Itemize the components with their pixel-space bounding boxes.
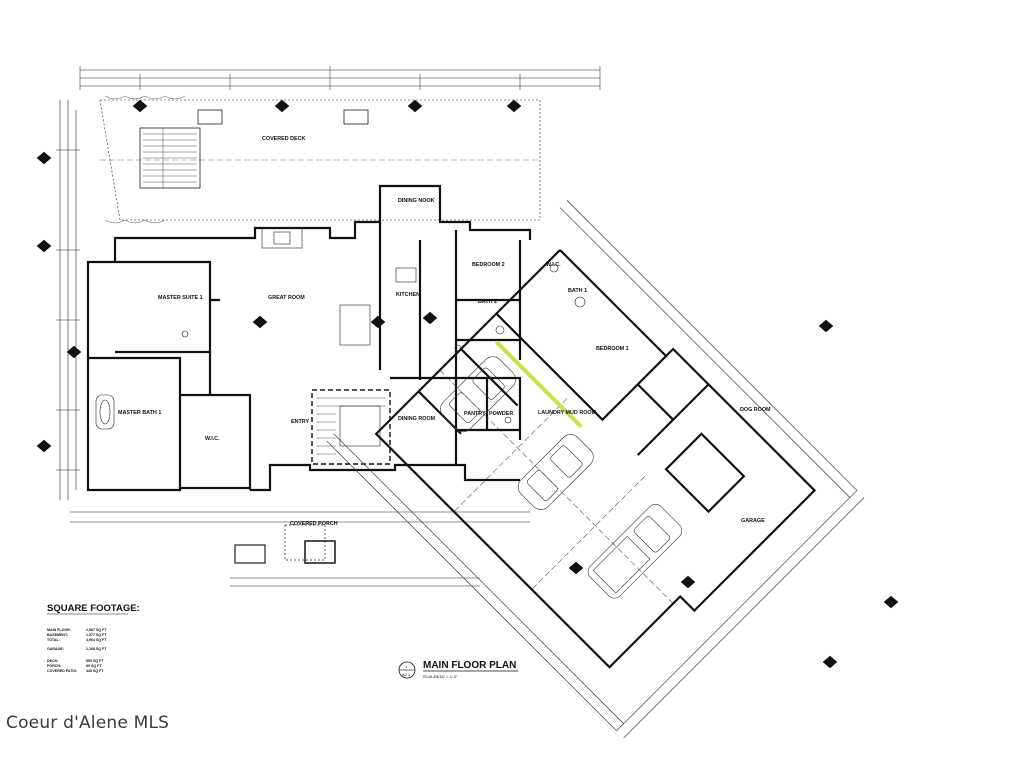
room-label-covered-deck: COVERED DECK [262, 136, 306, 142]
sqft-label: COVERED PATIO: [47, 669, 77, 673]
sqft-value: 1,168 SQ FT [86, 647, 107, 651]
highlighted-wall [494, 340, 583, 429]
plan-scale-value: 3/16" = 1'-0" [436, 674, 458, 679]
room-label-garage: GARAGE [741, 518, 765, 524]
room-label-bath-1: BATH 1 [568, 288, 587, 294]
sqft-label: MAIN FLOOR: [47, 628, 71, 632]
room-label-laundry: LAUNDRY MUD ROOM [538, 410, 597, 416]
room-label-covered-porch: COVERED PORCH [290, 521, 338, 527]
garage-cars [440, 356, 683, 599]
covered-deck-area [99, 95, 541, 224]
sqft-value: 4,964 SQ FT [86, 638, 107, 642]
main-house-walls [86, 184, 532, 492]
watermark: Coeur d'Alene MLS [6, 713, 170, 733]
room-label-wic-master: W.I.C. [205, 436, 220, 442]
room-label-bedroom-1: BEDROOM 1 [596, 346, 629, 352]
sqft-label: GARAGE: [47, 647, 64, 651]
room-label-dining-room: DINING ROOM [398, 416, 436, 422]
room-labels: COVERED DECK DINING NOOK KITCHEN BEDROOM… [118, 136, 771, 527]
covered-porch-area [234, 524, 336, 564]
room-label-entry: ENTRY [291, 419, 309, 425]
room-label-bath-2: BATH 2 [478, 299, 497, 305]
sqft-label: TOTAL: [47, 638, 60, 642]
sqft-value: 1,977 SQ FT [86, 633, 107, 637]
room-label-bedroom-2: BEDROOM 2 [472, 262, 505, 268]
room-label-wic-upper: W.I.C. [546, 262, 561, 268]
room-label-kitchen: KITCHEN [396, 292, 420, 298]
sqft-value: 2,987 SQ FT [86, 628, 107, 632]
plan-scale-label: SCALE: [423, 674, 437, 679]
sqft-label: DECK: [47, 659, 58, 663]
sqft-value: 445 SQ FT [86, 669, 104, 673]
sqft-label: BASEMENT: [47, 633, 68, 637]
garage-wing [326, 200, 865, 739]
room-label-pantry: PANTRY [464, 411, 486, 417]
sqft-label: PORCH: [47, 664, 61, 668]
room-label-great-room: GREAT ROOM [268, 295, 305, 301]
plan-title: MAIN FLOOR PLAN [423, 660, 516, 671]
section-markers [36, 99, 899, 669]
square-footage-table: SQUARE FOOTAGE: MAIN FLOOR: 2,987 SQ FT … [47, 603, 140, 673]
plan-title-block: 1 A2.1 MAIN FLOOR PLAN SCALE: 3/16" = 1'… [398, 660, 518, 679]
room-label-master-suite: MASTER SUITE 1 [158, 295, 203, 301]
dimension-lines [56, 66, 601, 587]
square-footage-title: SQUARE FOOTAGE: [47, 603, 140, 614]
sqft-value: 590 SQ FT [86, 659, 104, 663]
room-label-dining-nook: DINING NOOK [398, 198, 435, 204]
sqft-value: 89 SQ FT [86, 664, 102, 668]
room-label-dog-room: DOG ROOM [740, 407, 771, 413]
plan-sheet: A2.1 [402, 672, 411, 677]
room-label-powder: POWDER [489, 411, 513, 417]
room-label-master-bath: MASTER BATH 1 [118, 410, 161, 416]
plan-number: 1 [405, 664, 408, 669]
